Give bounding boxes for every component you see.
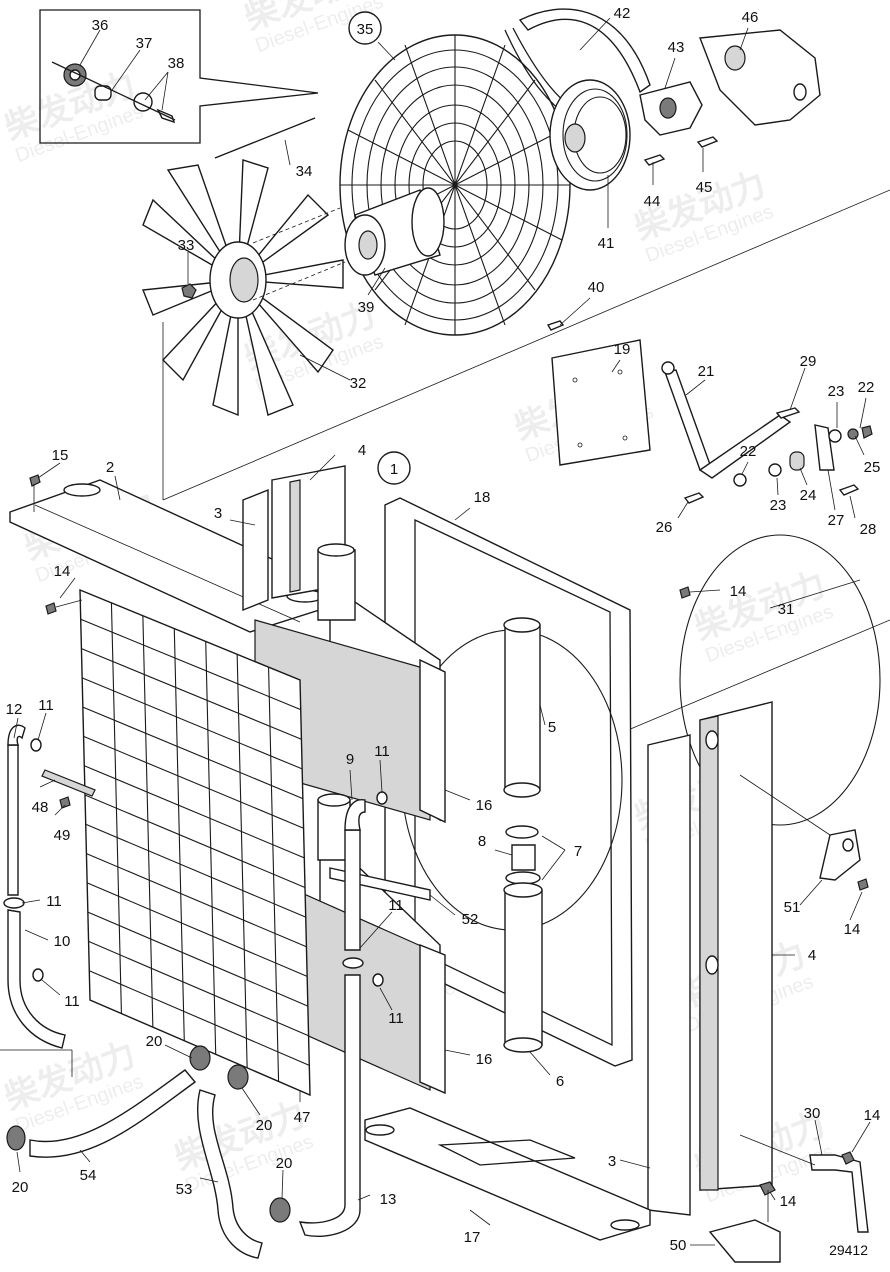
callout-3: 3 <box>608 1153 616 1170</box>
callout-14: 14 <box>54 563 71 580</box>
front-side-rails <box>647 534 881 1216</box>
callout-6: 6 <box>556 1073 564 1090</box>
callout-11: 11 <box>374 743 390 760</box>
bracket-and-strut <box>551 339 873 504</box>
callout-2: 2 <box>106 459 114 476</box>
callout-32: 32 <box>350 375 367 392</box>
callout-23: 23 <box>828 383 845 400</box>
bottom-brackets <box>708 1151 869 1263</box>
callout-46: 46 <box>742 9 759 26</box>
hoses <box>0 724 388 1259</box>
fan-hub <box>344 187 445 276</box>
callout-50: 50 <box>670 1237 687 1254</box>
callout-37: 37 <box>136 35 153 52</box>
callout-31: 31 <box>778 601 795 618</box>
callout-47: 47 <box>294 1109 311 1126</box>
callout-3: 3 <box>214 505 222 522</box>
callout-14: 14 <box>844 921 861 938</box>
callout-11: 11 <box>388 1010 404 1027</box>
callout-21: 21 <box>698 363 715 380</box>
callout-23: 23 <box>770 497 787 514</box>
callout-43: 43 <box>668 39 685 56</box>
callout-11: 11 <box>46 893 62 910</box>
callout-8: 8 <box>478 833 486 850</box>
callout-53: 53 <box>176 1181 193 1198</box>
callout-28: 28 <box>860 521 877 538</box>
callout-9: 9 <box>346 751 354 768</box>
callout-35: 35 <box>357 21 374 38</box>
bottom-plate <box>364 1107 651 1241</box>
callout-30: 30 <box>804 1105 821 1122</box>
callout-15: 15 <box>52 447 69 464</box>
callout-48: 48 <box>32 799 49 816</box>
callout-27: 27 <box>828 512 845 529</box>
callout-20: 20 <box>12 1179 29 1196</box>
callout-13: 13 <box>380 1191 397 1208</box>
callout-44: 44 <box>644 193 661 210</box>
callout-14: 14 <box>730 583 747 600</box>
pulley-assembly <box>504 8 821 191</box>
figure-number: 29412 <box>829 1242 868 1258</box>
fan-guard <box>339 11 571 336</box>
callout-16: 16 <box>476 1051 493 1068</box>
coolant-pipes <box>317 543 543 1053</box>
callout-4: 4 <box>808 947 816 964</box>
callout-40: 40 <box>588 279 605 296</box>
callout-49: 49 <box>54 827 71 844</box>
callout-36: 36 <box>92 17 109 34</box>
callout-42: 42 <box>614 5 631 22</box>
callout-39: 39 <box>358 299 375 316</box>
leader-lines <box>13 17 871 1246</box>
callout-34: 34 <box>296 163 313 180</box>
callout-22: 22 <box>858 379 875 396</box>
callout-22: 22 <box>740 443 757 460</box>
callout-45: 45 <box>696 179 713 196</box>
assembly-outline <box>162 189 890 731</box>
callout-19: 19 <box>614 341 631 358</box>
callout-20: 20 <box>256 1117 273 1134</box>
callout-11: 11 <box>388 897 404 914</box>
callout-26: 26 <box>656 519 673 536</box>
callout-29: 29 <box>800 353 817 370</box>
callout-17: 17 <box>464 1229 481 1246</box>
fasteners <box>45 320 869 891</box>
callout-38: 38 <box>168 55 185 72</box>
fan-assembly <box>142 117 346 417</box>
callout-11: 11 <box>38 697 54 714</box>
callout-11: 11 <box>64 993 80 1010</box>
callout-20: 20 <box>146 1033 163 1050</box>
callout-24: 24 <box>800 487 817 504</box>
callout-7: 7 <box>574 843 582 860</box>
callout-51: 51 <box>784 899 801 916</box>
callout-10: 10 <box>54 933 71 950</box>
callout-18: 18 <box>474 489 491 506</box>
callout-41: 41 <box>598 235 615 252</box>
callout-33: 33 <box>178 237 195 254</box>
callout-16: 16 <box>476 797 493 814</box>
callout-4: 4 <box>358 442 366 459</box>
callout-20: 20 <box>276 1155 293 1172</box>
callout-labels: 1 2 3 3 4 4 5 6 7 8 9 10 11 11 11 11 11 … <box>6 5 881 1254</box>
callout-12: 12 <box>6 701 23 718</box>
callout-52: 52 <box>462 911 479 928</box>
callout-5: 5 <box>548 719 556 736</box>
front-grille <box>79 588 311 1097</box>
callout-1: 1 <box>390 461 398 478</box>
callout-25: 25 <box>864 459 881 476</box>
callout-14: 14 <box>864 1107 881 1124</box>
callout-54: 54 <box>80 1167 97 1184</box>
callout-14: 14 <box>780 1193 797 1210</box>
